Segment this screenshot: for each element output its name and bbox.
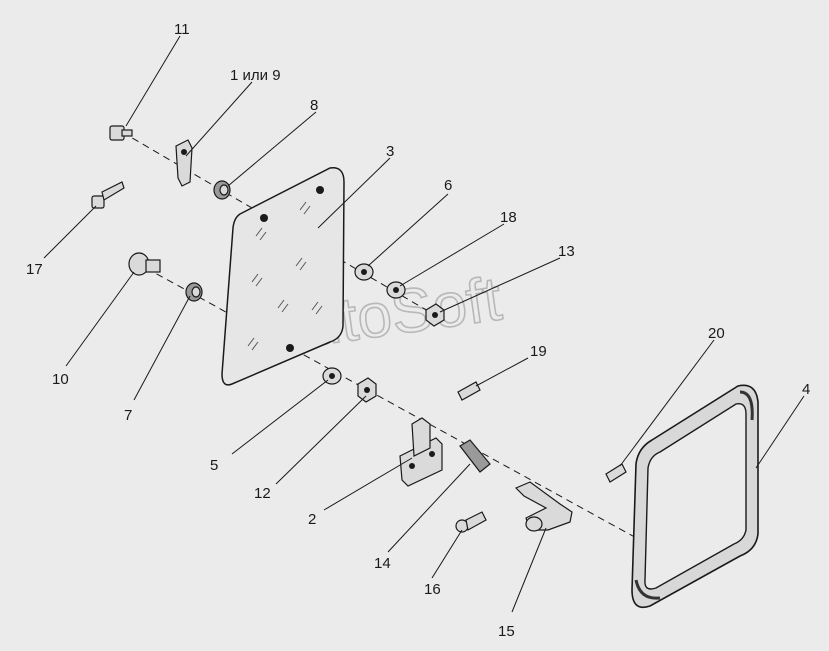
part-14-clip	[459, 439, 491, 473]
callout-13: 13	[558, 243, 575, 260]
part-3-window-glass	[221, 167, 345, 386]
part-12-nut	[357, 377, 377, 403]
callout-17: 17	[26, 261, 43, 278]
callout-1-or-9: 1 или 9	[230, 67, 281, 84]
callout-14: 14	[374, 555, 391, 572]
callout-15: 15	[498, 623, 515, 640]
callout-16: 16	[424, 581, 441, 598]
callout-6: 6	[444, 177, 452, 194]
callout-7: 7	[124, 407, 132, 424]
callout-10: 10	[52, 371, 69, 388]
part-10-bolt	[128, 252, 161, 276]
part-20-pin	[605, 463, 627, 483]
part-16-screw	[455, 511, 487, 533]
part-13-nut	[425, 303, 445, 327]
leader-lines	[43, 35, 805, 613]
glass-hole-lower	[286, 344, 294, 352]
part-8-spacer	[213, 180, 231, 200]
part-4-window-frame	[631, 384, 759, 609]
callout-19: 19	[530, 343, 547, 360]
part-15-hinge-arm	[514, 481, 573, 532]
glass-hole-corner	[316, 186, 324, 194]
callout-11: 11	[174, 21, 190, 38]
part-17-screw	[91, 181, 125, 209]
callout-12: 12	[254, 485, 271, 502]
part-6-washer	[354, 263, 374, 281]
callout-8: 8	[310, 97, 318, 114]
part-2-hinge-bracket	[399, 417, 443, 487]
callout-3: 3	[386, 143, 394, 160]
hardware-parts	[91, 125, 627, 533]
part-1-or-9-bracket	[175, 139, 193, 187]
part-19-pin	[457, 381, 481, 401]
glass-reflection-marks	[247, 201, 323, 351]
axis-lower	[145, 267, 641, 541]
callout-18: 18	[500, 209, 517, 226]
glass-hole-upper	[260, 214, 268, 222]
callout-labels: 11 1 или 9 8 3 6 18 13 17 10 7 19 20 4 5…	[26, 21, 810, 640]
callout-2: 2	[308, 511, 316, 528]
callout-4: 4	[802, 381, 810, 398]
callout-5: 5	[210, 457, 218, 474]
part-11-bolt	[109, 125, 133, 141]
callout-20: 20	[708, 325, 725, 342]
